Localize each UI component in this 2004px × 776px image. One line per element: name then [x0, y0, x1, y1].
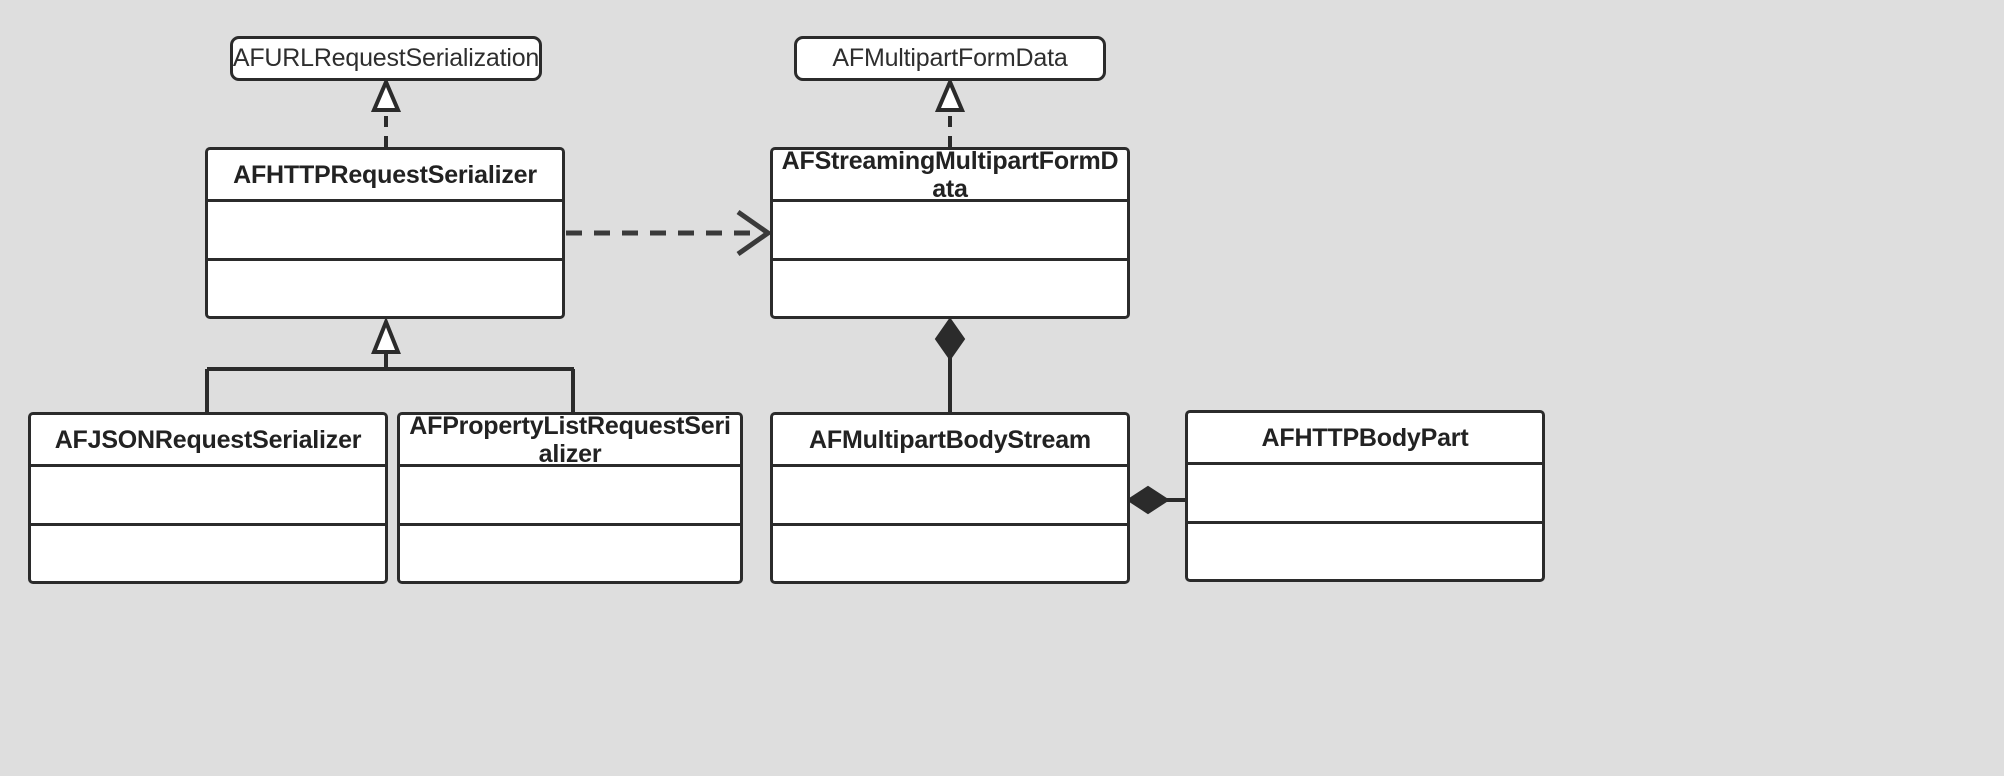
node-operations-afjsonrequestserializer [31, 526, 385, 582]
edge-realization-httpserializer-urlrequestserialization [370, 76, 402, 147]
node-operations-afhttprequestserializer [208, 261, 562, 317]
node-attributes-afhttpbodypart [1188, 465, 1542, 524]
edge-generalization-tree-httpserializer [205, 316, 575, 412]
node-title-afhttpbodypart: AFHTTPBodyPart [1261, 423, 1469, 452]
node-title-cell-afstreamingmultipartformdata: AFStreamingMultipartFormData [773, 150, 1127, 202]
node-operations-afstreamingmultipartformdata [773, 261, 1127, 317]
node-afhttpbodypart[interactable]: AFHTTPBodyPart [1185, 410, 1545, 582]
edge-dependency-httpserializer-streamingformdata [566, 209, 773, 257]
node-afstreamingmultipartformdata[interactable]: AFStreamingMultipartFormData [770, 147, 1130, 319]
node-attributes-afjsonrequestserializer [31, 467, 385, 526]
node-afhttprequestserializer[interactable]: AFHTTPRequestSerializer [205, 147, 565, 319]
node-title-afmultipartbodystream: AFMultipartBodyStream [809, 425, 1091, 454]
node-title-cell-afpropertylistrequestserializer: AFPropertyListRequestSerializer [400, 415, 740, 467]
node-afpropertylistrequestserializer[interactable]: AFPropertyListRequestSerializer [397, 412, 743, 584]
edge-composition-streamingformdata-bodystream [934, 317, 966, 412]
node-operations-afmultipartbodystream [773, 526, 1127, 582]
node-title-afhttprequestserializer: AFHTTPRequestSerializer [233, 160, 537, 189]
node-title-afmultipartformdata: AFMultipartFormData [832, 44, 1068, 73]
node-title-afjsonrequestserializer: AFJSONRequestSerializer [54, 425, 362, 454]
node-attributes-afmultipartbodystream [773, 467, 1127, 526]
node-afjsonrequestserializer[interactable]: AFJSONRequestSerializer [28, 412, 388, 584]
node-attributes-afhttprequestserializer [208, 202, 562, 261]
node-title-cell-afmultipartbodystream: AFMultipartBodyStream [773, 415, 1127, 467]
edge-composition-bodystream-bodypart [1126, 485, 1185, 515]
node-afurlrequestserialization[interactable]: AFURLRequestSerialization [230, 36, 542, 81]
node-title-cell-afjsonrequestserializer: AFJSONRequestSerializer [31, 415, 385, 467]
node-title-afstreamingmultipartformdata: AFStreamingMultipartFormData [781, 150, 1119, 202]
edge-realization-streamingformdata-multipartformdata [934, 76, 966, 147]
node-title-afpropertylistrequestserializer: AFPropertyListRequestSerializer [409, 415, 731, 467]
node-title-cell-afhttprequestserializer: AFHTTPRequestSerializer [208, 150, 562, 202]
node-title-afurlrequestserialization: AFURLRequestSerialization [232, 44, 540, 73]
node-attributes-afstreamingmultipartformdata [773, 202, 1127, 261]
node-operations-afhttpbodypart [1188, 524, 1542, 580]
node-title-cell-afhttpbodypart: AFHTTPBodyPart [1188, 413, 1542, 465]
node-afmultipartformdata[interactable]: AFMultipartFormData [794, 36, 1106, 81]
node-attributes-afpropertylistrequestserializer [400, 467, 740, 526]
node-operations-afpropertylistrequestserializer [400, 526, 740, 582]
node-afmultipartbodystream[interactable]: AFMultipartBodyStream [770, 412, 1130, 584]
